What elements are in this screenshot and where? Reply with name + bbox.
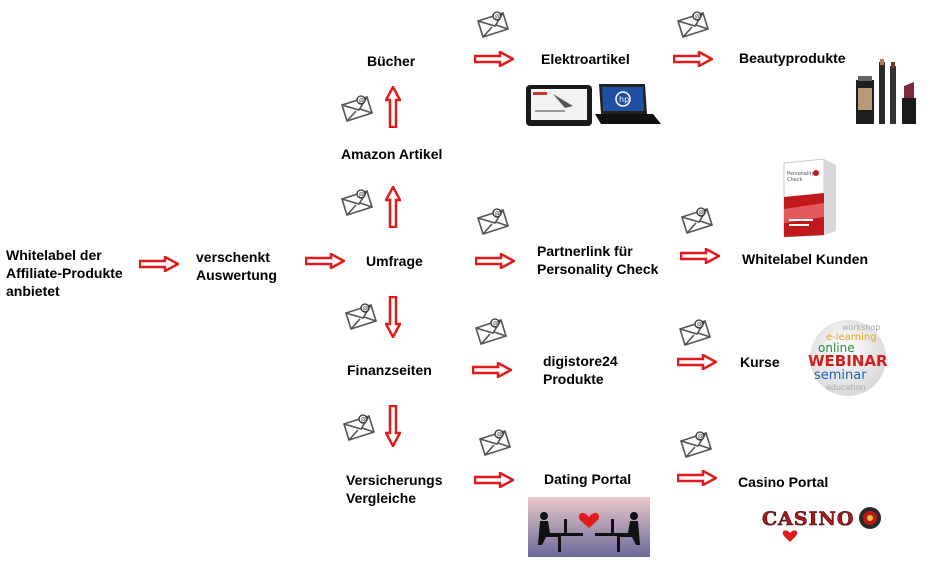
email-envelope-icon: @ xyxy=(342,414,376,442)
dating-portal-image xyxy=(528,497,650,557)
arrow-right-icon xyxy=(677,470,717,486)
node-digistore: digistore24 Produkte xyxy=(543,352,618,388)
svg-text:@: @ xyxy=(359,97,365,104)
node-whitelabel-affiliate: Whitelabel der Affiliate-Produkte anbiet… xyxy=(6,246,123,300)
svg-text:@: @ xyxy=(697,321,703,328)
node-line: Personality Check xyxy=(537,261,659,277)
email-envelope-icon: @ xyxy=(344,303,378,331)
arrow-right-icon xyxy=(680,248,720,264)
svg-text:@: @ xyxy=(495,13,501,20)
arrow-down-icon xyxy=(385,405,401,447)
webinar-word: workshop xyxy=(842,323,881,332)
node-verschenkt: verschenkt Auswertung xyxy=(196,248,277,284)
arrow-up-icon xyxy=(385,86,401,128)
email-envelope-icon: @ xyxy=(680,207,714,235)
svg-text:Personality: Personality xyxy=(787,171,815,177)
email-envelope-icon: @ xyxy=(678,319,712,347)
arrow-right-icon xyxy=(475,253,515,269)
svg-text:hp: hp xyxy=(619,95,629,104)
node-whitelabel-kunden: Whitelabel Kunden xyxy=(742,251,868,267)
webinar-word: WEBINAR xyxy=(808,352,888,370)
email-envelope-icon: @ xyxy=(476,208,510,236)
email-envelope-icon: @ xyxy=(474,318,508,346)
node-dating-portal: Dating Portal xyxy=(544,471,632,487)
webinar-word: education xyxy=(826,383,866,392)
arrow-right-icon xyxy=(677,354,717,370)
email-envelope-icon: @ xyxy=(679,431,713,459)
arrow-up-icon xyxy=(385,186,401,228)
svg-text:@: @ xyxy=(363,305,369,312)
webinar-word: e-learning xyxy=(826,332,877,343)
arrow-down-icon xyxy=(385,296,401,338)
svg-text:@: @ xyxy=(695,13,701,20)
arrow-right-icon xyxy=(474,51,514,67)
cosmetics-image xyxy=(856,59,916,124)
svg-text:@: @ xyxy=(698,433,704,440)
webinar-word: seminar xyxy=(814,368,867,383)
node-line: digistore24 xyxy=(543,353,618,369)
node-partnerlink: Partnerlink für Personality Check xyxy=(537,242,658,278)
svg-text:@: @ xyxy=(699,209,705,216)
email-envelope-icon: @ xyxy=(476,11,510,39)
svg-text:@: @ xyxy=(497,431,503,438)
casino-logo-text: CASINO xyxy=(762,508,854,530)
casino-logo-image: CASINO xyxy=(762,507,881,542)
node-line: Versicherungs xyxy=(346,472,443,488)
node-line: Produkte xyxy=(543,371,604,387)
svg-text:Check: Check xyxy=(787,177,802,183)
email-envelope-icon: @ xyxy=(478,429,512,457)
svg-text:@: @ xyxy=(359,191,365,198)
tablet-laptop-image: hp xyxy=(526,84,661,126)
node-versicherungs: Versicherungs Vergleiche xyxy=(346,471,443,507)
node-kurse: Kurse xyxy=(740,354,780,370)
node-line: Partnerlink für xyxy=(537,243,633,259)
node-elektroartikel: Elektroartikel xyxy=(541,51,630,67)
node-line: verschenkt xyxy=(196,249,270,265)
email-envelope-icon: @ xyxy=(340,189,374,217)
arrow-right-icon xyxy=(472,362,512,378)
webinar-globe-image: workshop e-learning online WEBINAR semin… xyxy=(808,320,888,396)
node-amazon-artikel: Amazon Artikel xyxy=(341,146,443,162)
personality-check-box-image: Personality Check xyxy=(783,158,836,238)
arrow-right-icon xyxy=(305,253,345,269)
arrow-right-icon xyxy=(673,51,713,67)
node-line: Auswertung xyxy=(196,267,277,283)
arrow-right-icon xyxy=(139,256,179,272)
node-casino-portal: Casino Portal xyxy=(738,474,829,490)
email-envelope-icon: @ xyxy=(676,11,710,39)
svg-text:@: @ xyxy=(361,416,367,423)
node-beautyprodukte: Beautyprodukte xyxy=(739,50,846,66)
node-line: Vergleiche xyxy=(346,490,417,506)
node-finanzseiten: Finanzseiten xyxy=(347,362,432,378)
svg-text:@: @ xyxy=(493,320,499,327)
node-buecher: Bücher xyxy=(367,53,416,69)
arrow-right-icon xyxy=(474,472,514,488)
node-line: Whitelabel der xyxy=(6,247,102,263)
email-envelope-icon: @ xyxy=(340,95,374,123)
svg-text:@: @ xyxy=(495,210,501,217)
webinar-word: online xyxy=(818,341,855,355)
node-line: Affiliate-Produkte xyxy=(6,265,123,281)
node-line: anbietet xyxy=(6,283,60,299)
node-umfrage: Umfrage xyxy=(366,253,423,269)
